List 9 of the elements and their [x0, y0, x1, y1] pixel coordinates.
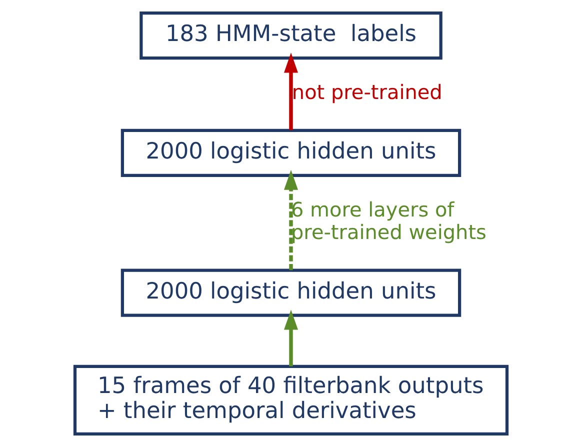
arrow [284, 310, 298, 366]
node-box: 2000 logistic hidden units [120, 128, 461, 177]
arrow [284, 52, 298, 130]
arrow [284, 170, 298, 270]
edge-label: 6 more layers of pre-trained weights [290, 197, 486, 244]
node-box: 2000 logistic hidden units [120, 268, 461, 317]
node-box: 15 frames of 40 filterbank outputs + their temporal derivatives [72, 364, 508, 436]
edge-label: not pre-trained [291, 80, 442, 104]
node-box: 183 HMM-state labels [139, 12, 442, 60]
